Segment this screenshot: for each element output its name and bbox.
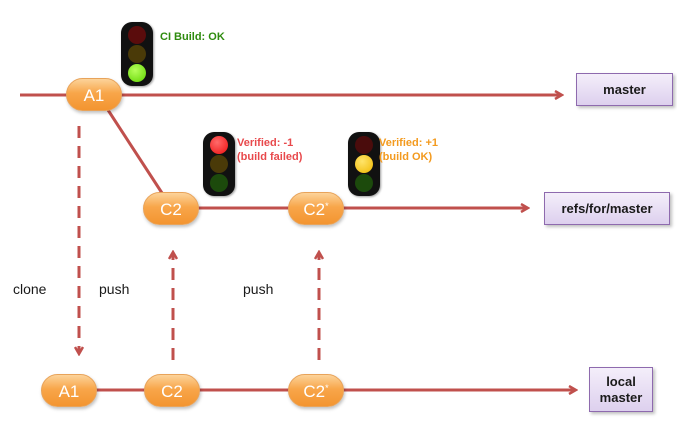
commit-c2-local[interactable]: C2 <box>144 374 200 407</box>
ref-label-line2: master <box>599 389 643 405</box>
ref-local-master[interactable]: local master <box>589 367 653 412</box>
green-lamp-icon <box>210 174 228 192</box>
commit-superscript: * <box>325 383 329 393</box>
commit-a1-master[interactable]: A1 <box>66 78 122 111</box>
verified-ok-status: Verified: +1 (build OK) <box>379 136 438 164</box>
commit-superscript: * <box>325 201 329 211</box>
commit-label: A1 <box>83 86 105 105</box>
commit-c2star-local[interactable]: C2* <box>288 374 344 407</box>
red-lamp-icon <box>128 26 146 44</box>
traffic-light-ok <box>348 132 380 196</box>
ci-build-status: CI Build: OK <box>160 31 225 43</box>
commit-c2-review[interactable]: C2 <box>143 192 199 225</box>
verified-fail-line1: Verified: -1 <box>237 137 294 149</box>
ref-master[interactable]: master <box>576 73 673 106</box>
commit-label: C2 <box>303 382 326 401</box>
yellow-lamp-icon <box>210 155 228 173</box>
red-lamp-icon <box>210 136 228 154</box>
ref-refs-for-master[interactable]: refs/for/master <box>544 192 670 225</box>
commit-label: C2 <box>303 200 326 219</box>
verified-fail-status: Verified: -1 (build failed) <box>237 136 302 164</box>
verified-fail-line2: (build failed) <box>237 151 303 163</box>
branch-connector <box>106 109 164 194</box>
traffic-light-ci <box>121 22 153 86</box>
push-label-2: push <box>243 281 274 297</box>
ref-label: master <box>603 81 646 97</box>
commit-a1-local[interactable]: A1 <box>41 374 97 407</box>
green-lamp-icon <box>128 64 146 82</box>
ref-label-line1: local <box>606 373 636 389</box>
commit-label: C2 <box>160 200 182 219</box>
red-lamp-icon <box>355 136 373 154</box>
traffic-light-failed <box>203 132 235 196</box>
push-label-1: push <box>99 281 130 297</box>
commit-label: A1 <box>58 382 80 401</box>
ref-label: refs/for/master <box>561 200 653 216</box>
green-lamp-icon <box>355 174 373 192</box>
yellow-lamp-icon <box>355 155 373 173</box>
verified-ok-line1: Verified: +1 <box>379 137 439 149</box>
verified-ok-line2: (build OK) <box>379 151 433 163</box>
commit-label: C2 <box>161 382 183 401</box>
commit-c2star-review[interactable]: C2* <box>288 192 344 225</box>
yellow-lamp-icon <box>128 45 146 63</box>
clone-label: clone <box>13 281 47 297</box>
